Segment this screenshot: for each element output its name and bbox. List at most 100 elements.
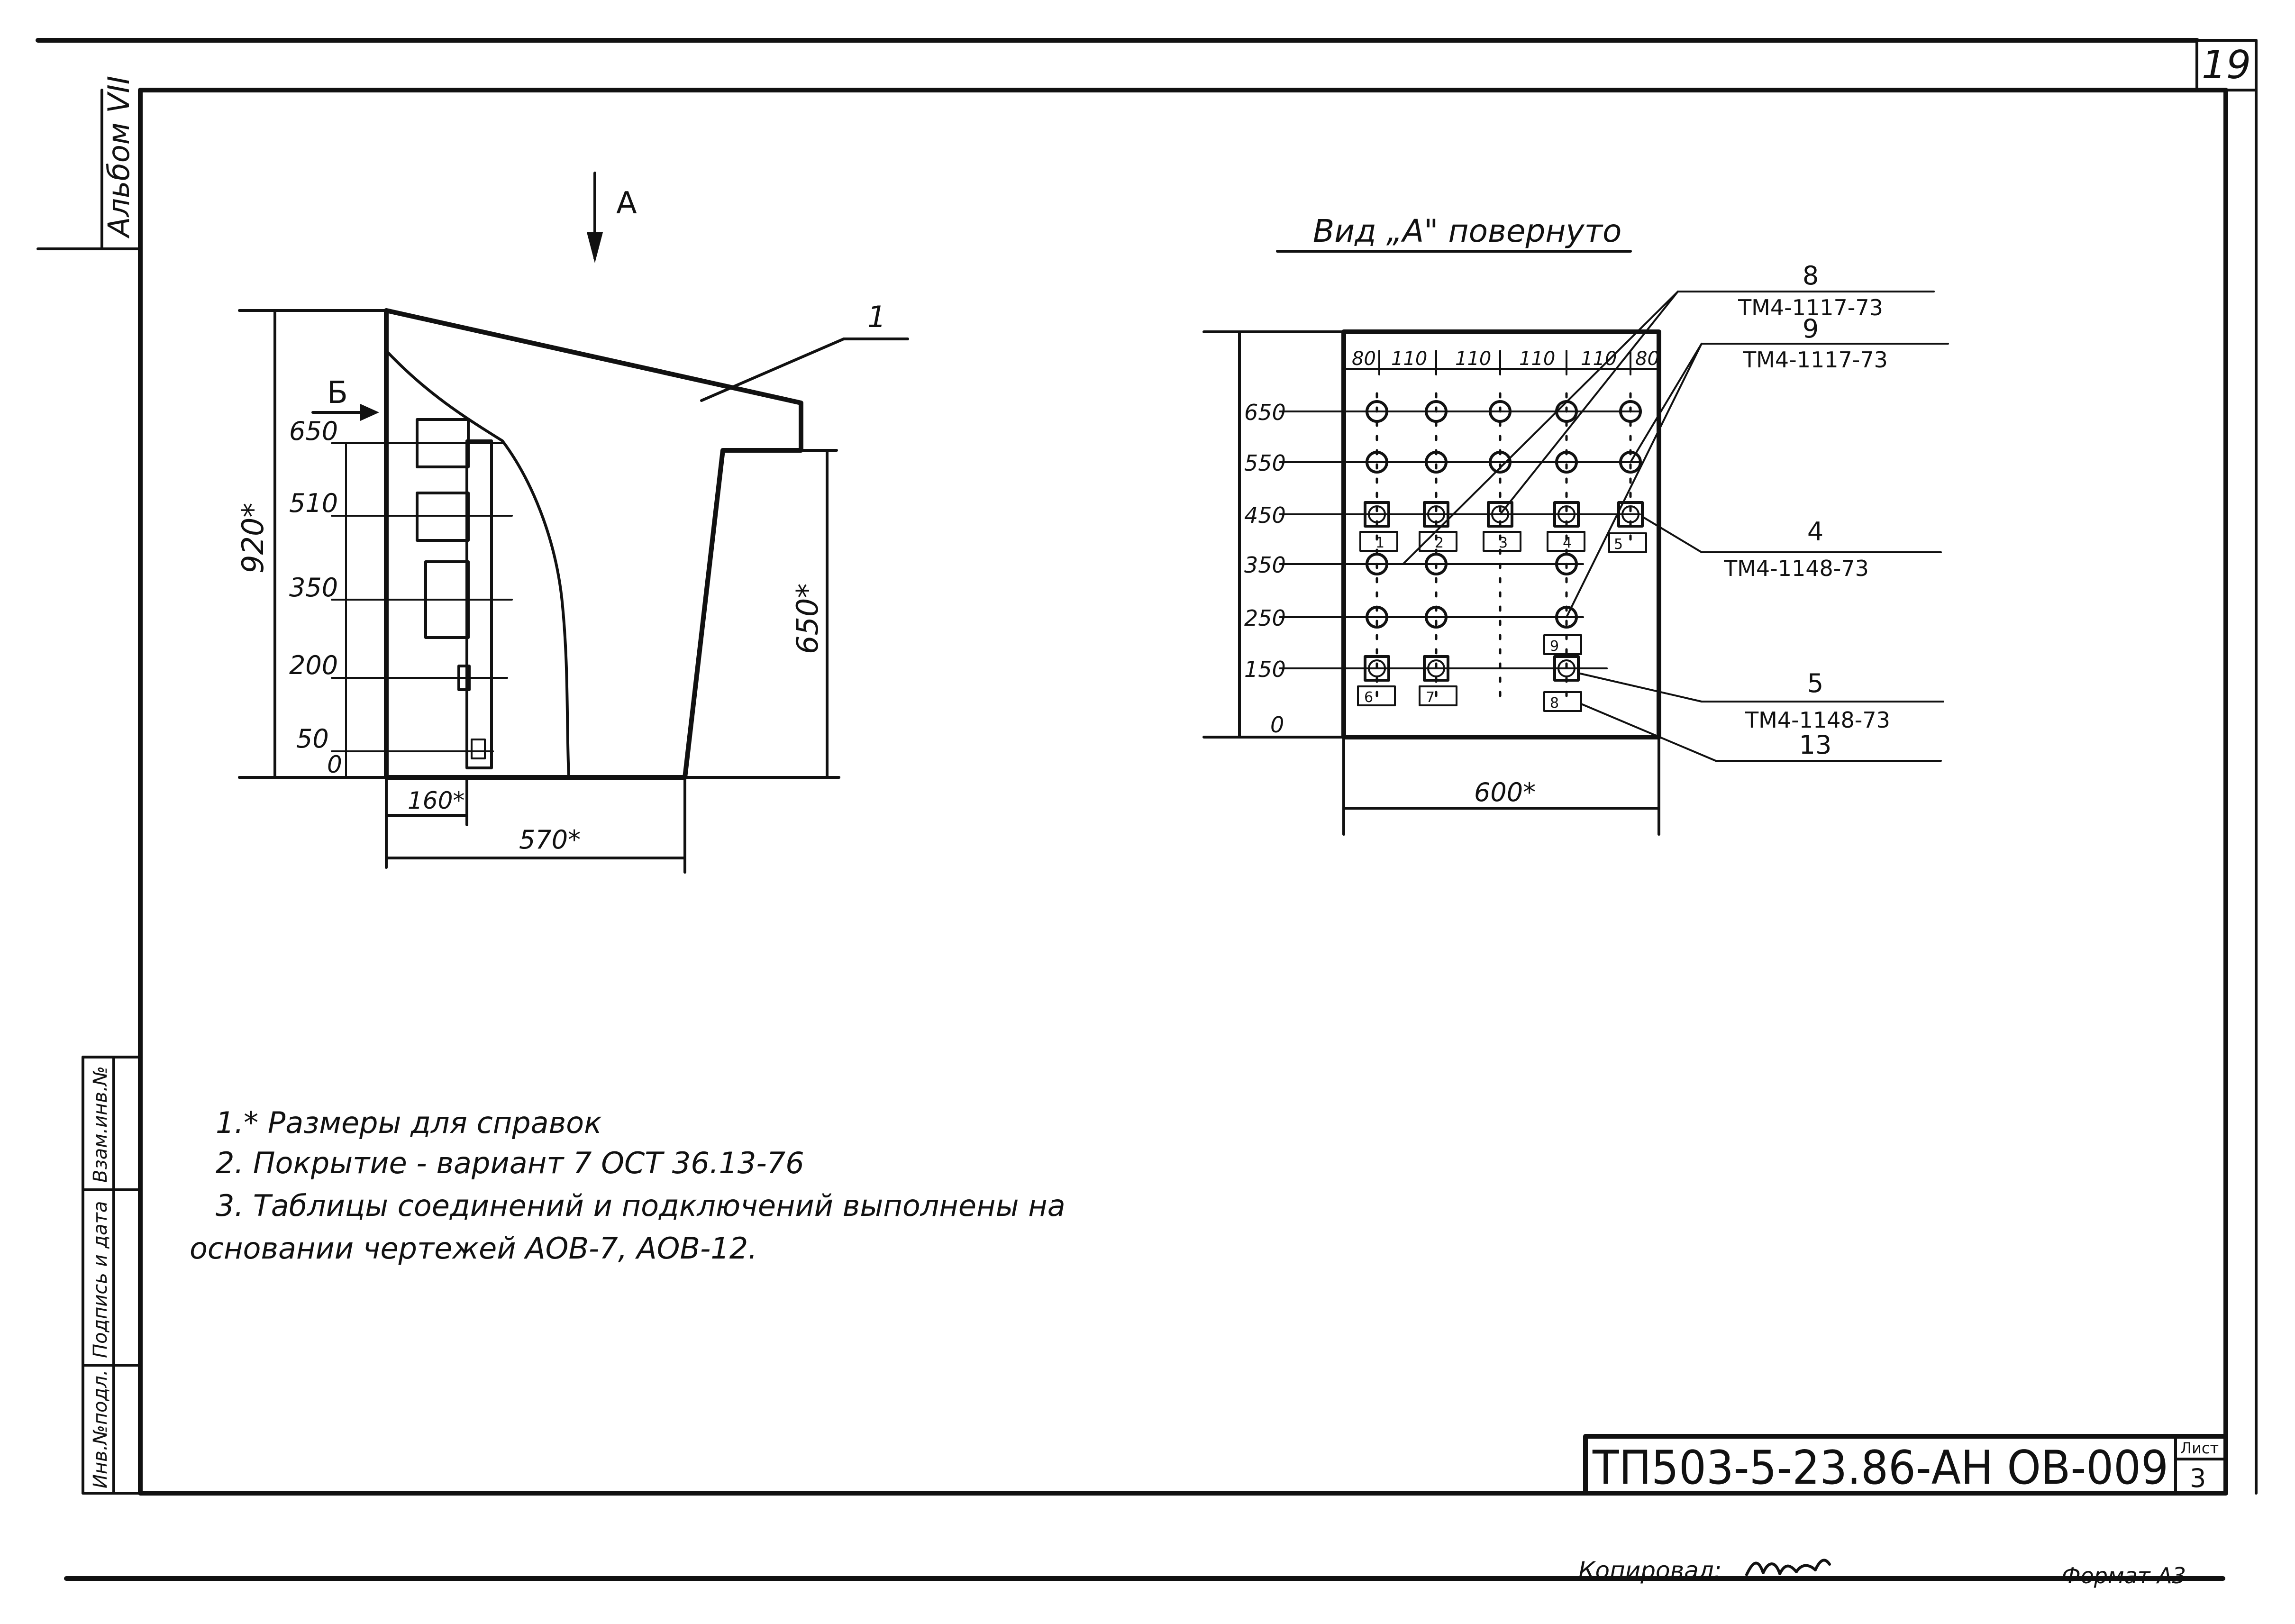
box-number-2: 2	[1435, 535, 1444, 551]
top-dim-80-right: 80	[1635, 348, 1659, 370]
arrow-b-head	[360, 404, 379, 421]
view-a	[1202, 250, 1949, 836]
hole	[1619, 451, 1642, 474]
view-level-550: 550	[1244, 450, 1286, 476]
device-block	[1553, 655, 1580, 682]
list-number: 3	[2190, 1463, 2206, 1493]
label-box-1	[1359, 531, 1398, 552]
arrow-b-label: Б	[327, 375, 348, 411]
note-1: 1.* Размеры для справок	[216, 1105, 602, 1140]
label-box-6	[1357, 685, 1396, 706]
document-code: ТП503-5-23.86-АН ОВ-009	[1592, 1441, 2168, 1495]
format-label: Формат А3	[2062, 1563, 2186, 1588]
label-box-7	[1419, 685, 1457, 706]
device-block	[1423, 501, 1449, 528]
hole	[1366, 400, 1388, 423]
hole	[1425, 400, 1448, 423]
box-number-7: 7	[1426, 689, 1435, 706]
hole	[1555, 553, 1578, 575]
callout-4-ref: ТМ4-1148-73	[1723, 556, 1869, 581]
hole	[1425, 606, 1448, 629]
label-box-9	[1543, 634, 1582, 655]
side-level-650: 650	[289, 416, 338, 446]
side-level-350: 350	[289, 573, 338, 602]
side-level-200: 200	[289, 650, 338, 680]
box-number-1: 1	[1375, 535, 1384, 551]
device-block	[1553, 501, 1580, 528]
label-box-4	[1547, 531, 1585, 552]
hole	[1619, 400, 1642, 423]
hole	[1366, 606, 1388, 629]
device-block	[1364, 501, 1390, 528]
stamp-inv-label: Инв.№подл.	[90, 1369, 111, 1488]
label-box-3	[1483, 531, 1521, 552]
dim-width-570: 570*	[519, 825, 581, 855]
copier-signature	[1745, 1559, 1831, 1576]
box-number-3: 3	[1499, 535, 1508, 551]
top-dim-110-1: 110	[1391, 348, 1427, 370]
dim-height-650: 650*	[790, 584, 825, 654]
view-level-350: 350	[1244, 552, 1286, 578]
hole	[1555, 606, 1578, 629]
device-block	[1617, 501, 1644, 528]
view-level-250: 250	[1244, 605, 1286, 631]
view-dim-600: 600*	[1474, 777, 1536, 807]
note-4: основании чертежей АОВ-7, АОВ-12.	[190, 1231, 757, 1266]
top-dim-110-2: 110	[1455, 348, 1491, 370]
hole	[1366, 451, 1388, 474]
box-number-9: 9	[1550, 638, 1559, 655]
callout-5-ref: ТМ4-1148-73	[1745, 707, 1890, 733]
view-level-150: 150	[1244, 657, 1286, 682]
callout-8-pos: 8	[1803, 261, 1819, 291]
list-label: Лист	[2180, 1439, 2219, 1457]
sheet-number: 19	[2202, 43, 2251, 88]
note-2: 2. Покрытие - вариант 7 ОСТ 36.13-76	[216, 1146, 804, 1180]
side-stamp-block	[82, 1056, 142, 1495]
hole	[1425, 553, 1448, 575]
callout-5-pos: 5	[1807, 668, 1823, 698]
sheet-frame	[36, 38, 2258, 1581]
hole	[1555, 451, 1578, 474]
side-level-0: 0	[327, 751, 342, 778]
top-dim-80-left: 80	[1352, 348, 1376, 370]
label-box-2	[1419, 531, 1457, 552]
view-a-title: Вид „А" повернуто	[1313, 213, 1621, 249]
album-label: Альбом VII	[101, 76, 136, 239]
box-number-4: 4	[1563, 535, 1572, 551]
arrow-a-head	[587, 232, 603, 263]
box-number-6: 6	[1364, 689, 1373, 706]
dim-width-160: 160*	[408, 787, 464, 814]
callout-9-pos: 9	[1803, 314, 1819, 344]
dim-height-920: 920*	[236, 503, 270, 574]
view-level-0: 0	[1270, 712, 1284, 738]
hole	[1489, 451, 1512, 474]
hole	[1425, 451, 1448, 474]
hole	[1366, 553, 1388, 575]
view-level-450: 450	[1244, 502, 1286, 528]
copied-by-label: Копировал:	[1578, 1557, 1722, 1584]
box-number-5: 5	[1614, 536, 1623, 553]
note-3: 3. Таблицы соединений и подключений выпо…	[216, 1188, 1066, 1223]
title-block	[1583, 1434, 2228, 1496]
box-number-8: 8	[1550, 695, 1559, 712]
device-block	[1423, 655, 1449, 682]
label-box-5	[1608, 532, 1647, 553]
arrow-a-label: А	[616, 186, 637, 221]
item-1-label: 1	[867, 300, 886, 334]
callout-13-pos: 13	[1799, 730, 1832, 760]
view-level-650: 650	[1244, 400, 1286, 425]
top-dim-110-3: 110	[1519, 348, 1555, 370]
side-view	[238, 172, 909, 874]
stamp-podpis-label: Подпись и дата	[90, 1201, 111, 1358]
callout-9-ref: ТМ4-1117-73	[1742, 347, 1888, 373]
top-dim-110-4: 110	[1581, 348, 1617, 370]
stamp-vzam-label: Взам.инв.№	[90, 1066, 111, 1183]
side-level-510: 510	[289, 488, 338, 518]
device-block	[1364, 655, 1390, 682]
hole	[1489, 400, 1512, 423]
side-level-50: 50	[296, 724, 329, 754]
label-box-8	[1543, 691, 1582, 712]
callout-8-ref: ТМ4-1117-73	[1738, 295, 1883, 320]
callout-4-pos: 4	[1807, 517, 1823, 547]
